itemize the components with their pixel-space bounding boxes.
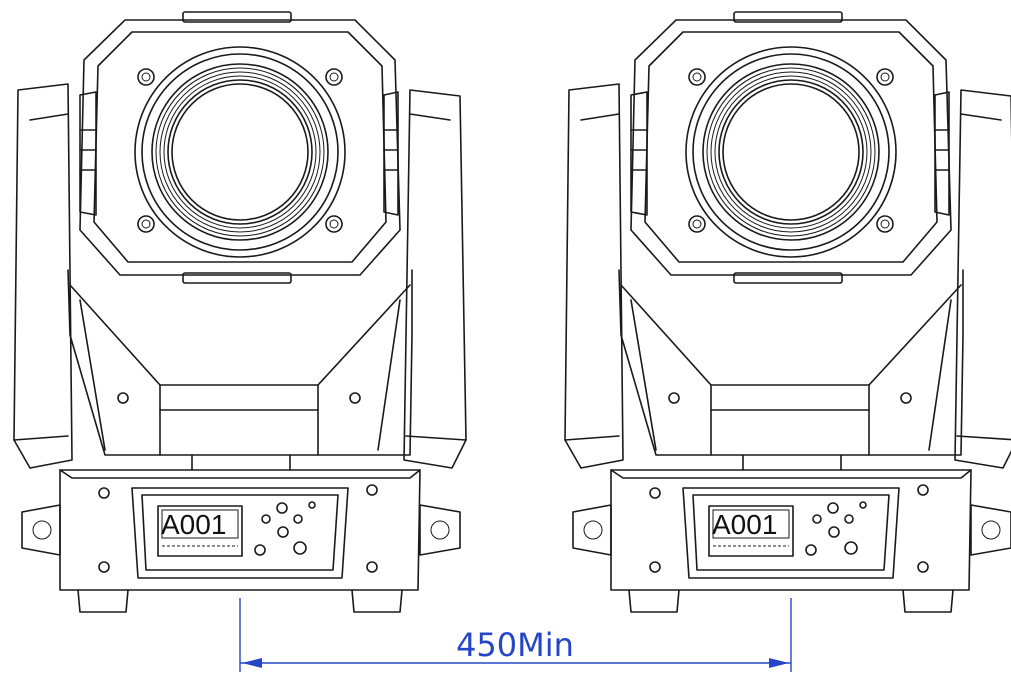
fixture-display-label: A001 [161, 509, 226, 540]
moving-head-fixture-right: A001 [564, 11, 1011, 613]
fixture-display-label: A001 [712, 509, 777, 540]
dimension-label: 450Min [456, 626, 574, 664]
spacing-dimension: 450Min [239, 598, 792, 672]
moving-head-fixture-left: A001 [13, 11, 467, 613]
dimension-arrow-right [769, 658, 789, 668]
dimension-arrow-left [242, 658, 262, 668]
